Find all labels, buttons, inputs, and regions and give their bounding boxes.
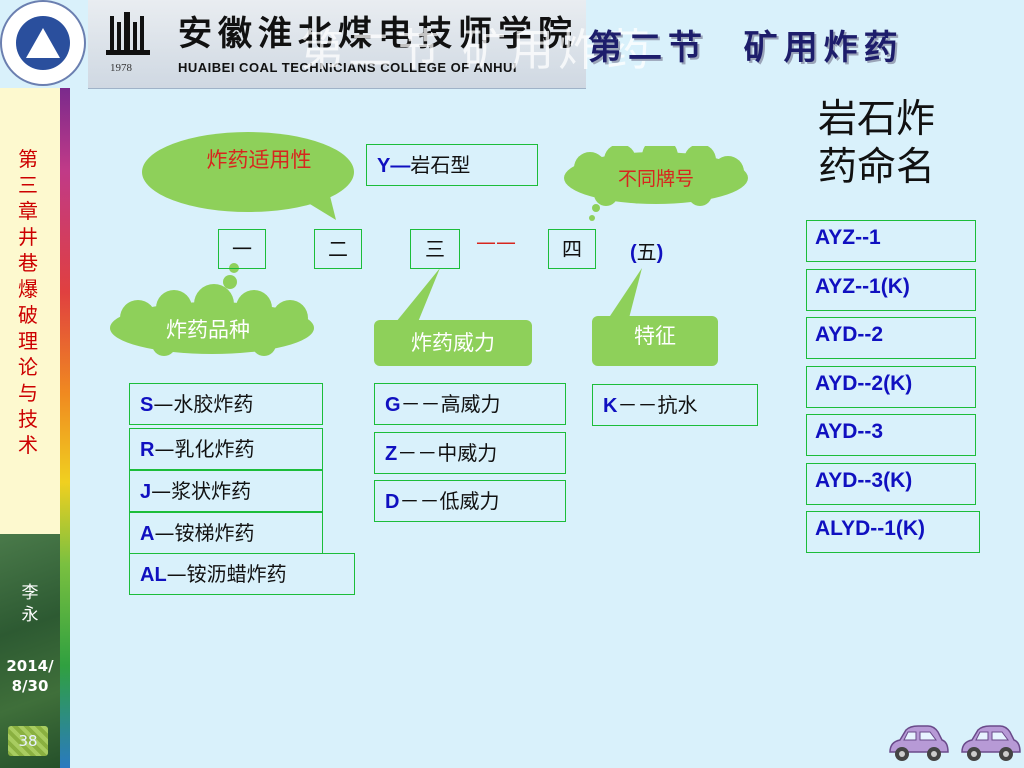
college-name-en: HUAIBEI COAL TECHNICIANS COLLEGE OF ANHU… [178, 60, 518, 75]
type-sep: — [151, 479, 172, 503]
position-dash: —— [476, 230, 516, 254]
naming-example: AYZ--1(K) [806, 269, 976, 311]
feature-code: K [603, 395, 618, 417]
type-label: 浆状炸药 [171, 479, 252, 503]
power-code: Z [385, 443, 398, 465]
position-five-open: ( [630, 242, 637, 264]
chapter-title: 第三章 井巷爆破理论与技术 [18, 147, 38, 457]
car-icon[interactable] [884, 722, 950, 766]
naming-title: 岩石炸药命名 [818, 97, 936, 190]
position-label-4: 四 [562, 237, 582, 261]
type-label: 铵梯炸药 [174, 521, 255, 545]
position-five-label: 五 [636, 240, 657, 264]
suitability-bubble-shape [142, 132, 354, 220]
rock-type-label: 岩石型 [410, 153, 471, 177]
power-sep: －－ [400, 392, 441, 416]
type-sep: — [154, 521, 175, 545]
power-label: 炸药威力 [411, 331, 495, 355]
suitability-label: 炸药适用性 [206, 148, 312, 172]
seal-triangle [26, 28, 60, 58]
brand-cloud-shape [564, 146, 748, 221]
feature-tag: 特征 [592, 316, 718, 366]
power-label: 中威力 [437, 441, 498, 465]
rock-type-box: Y—岩石型 [366, 144, 538, 186]
naming-example: ALYD--1(K) [806, 511, 980, 553]
naming-example: AYD--2 [806, 317, 976, 359]
chapter-panel: 第三章 井巷爆破理论与技术 [0, 88, 61, 534]
feature-pointer [606, 268, 642, 322]
college-logo-icon [106, 12, 150, 55]
type-code: A [140, 523, 155, 545]
power-code: G [385, 394, 401, 416]
position-five-close: ) [656, 242, 664, 264]
position-label-1: 一 [232, 237, 252, 261]
naming-example: AYD--2(K) [806, 366, 976, 408]
type-box: J—浆状炸药 [129, 470, 323, 512]
feature-box: K－－抗水 [592, 384, 758, 426]
college-seal-icon [0, 0, 86, 86]
type-box: AL—铵沥蜡炸药 [129, 553, 355, 595]
feature-sep: －－ [617, 393, 658, 417]
car-icon[interactable] [956, 722, 1022, 766]
position-label-2: 二 [328, 237, 348, 261]
author-name: 李永 [21, 583, 39, 625]
rainbow-strip [60, 88, 70, 768]
power-pointer [396, 268, 440, 322]
power-sep: －－ [397, 441, 438, 465]
rock-type-code: Y— [377, 155, 411, 177]
section-title: 第二节 矿用炸药 [588, 28, 904, 68]
type-box: A—铵梯炸药 [129, 512, 323, 554]
type-cloud-shape [110, 263, 314, 356]
power-box: Z－－中威力 [374, 432, 566, 474]
feature-label: 特征 [634, 324, 676, 348]
power-label: 低威力 [439, 489, 500, 513]
slide-header: 1978 安徽淮北煤电技师学院 HUAIBEI COAL TECHNICIANS… [0, 0, 1024, 89]
author-panel: 李永 2014/8/30 38 [0, 534, 60, 768]
type-code: S [140, 394, 154, 416]
type-label: 铵沥蜡炸药 [186, 562, 287, 586]
type-box: R—乳化炸药 [129, 428, 323, 470]
type-sep: — [166, 562, 187, 586]
power-tag: 炸药威力 [374, 320, 532, 366]
type-label: 乳化炸药 [174, 437, 255, 461]
type-code: AL [140, 564, 167, 586]
position-box-2: 二 [314, 229, 362, 269]
ghost-title: 第二节 矿用炸药 [300, 25, 654, 76]
position-label-3: 三 [425, 237, 445, 261]
naming-example: AYD--3(K) [806, 463, 976, 505]
position-box-4: 四 [548, 229, 596, 269]
position-five: (五) [630, 236, 663, 265]
page-number: 38 [18, 732, 38, 750]
type-label: 水胶炸药 [173, 392, 254, 416]
type-label: 炸药品种 [166, 318, 250, 342]
power-label: 高威力 [440, 392, 501, 416]
power-box: G－－高威力 [374, 383, 566, 425]
college-name-cn: 安徽淮北煤电技师学院 [178, 14, 578, 54]
brand-label: 不同牌号 [617, 168, 694, 190]
logo-year: 1978 [110, 62, 132, 74]
type-box: S—水胶炸药 [129, 383, 323, 425]
feature-value: 抗水 [657, 393, 698, 417]
type-code: J [140, 481, 152, 503]
slide-date: 2014/8/30 [6, 657, 54, 695]
power-box: D－－低威力 [374, 480, 566, 522]
sidebar: 第三章 井巷爆破理论与技术 李永 2014/8/30 38 [0, 88, 70, 768]
power-sep: －－ [399, 489, 440, 513]
position-box-1: 一 [218, 229, 266, 269]
naming-example: AYD--3 [806, 414, 976, 456]
college-banner: 1978 安徽淮北煤电技师学院 HUAIBEI COAL TECHNICIANS… [88, 0, 586, 89]
position-box-3: 三 [410, 229, 460, 269]
type-sep: — [153, 392, 174, 416]
power-code: D [385, 491, 400, 513]
naming-example: AYZ--1 [806, 220, 976, 262]
page-number-badge[interactable]: 38 [8, 726, 48, 756]
type-code: R [140, 439, 155, 461]
type-sep: — [154, 437, 175, 461]
